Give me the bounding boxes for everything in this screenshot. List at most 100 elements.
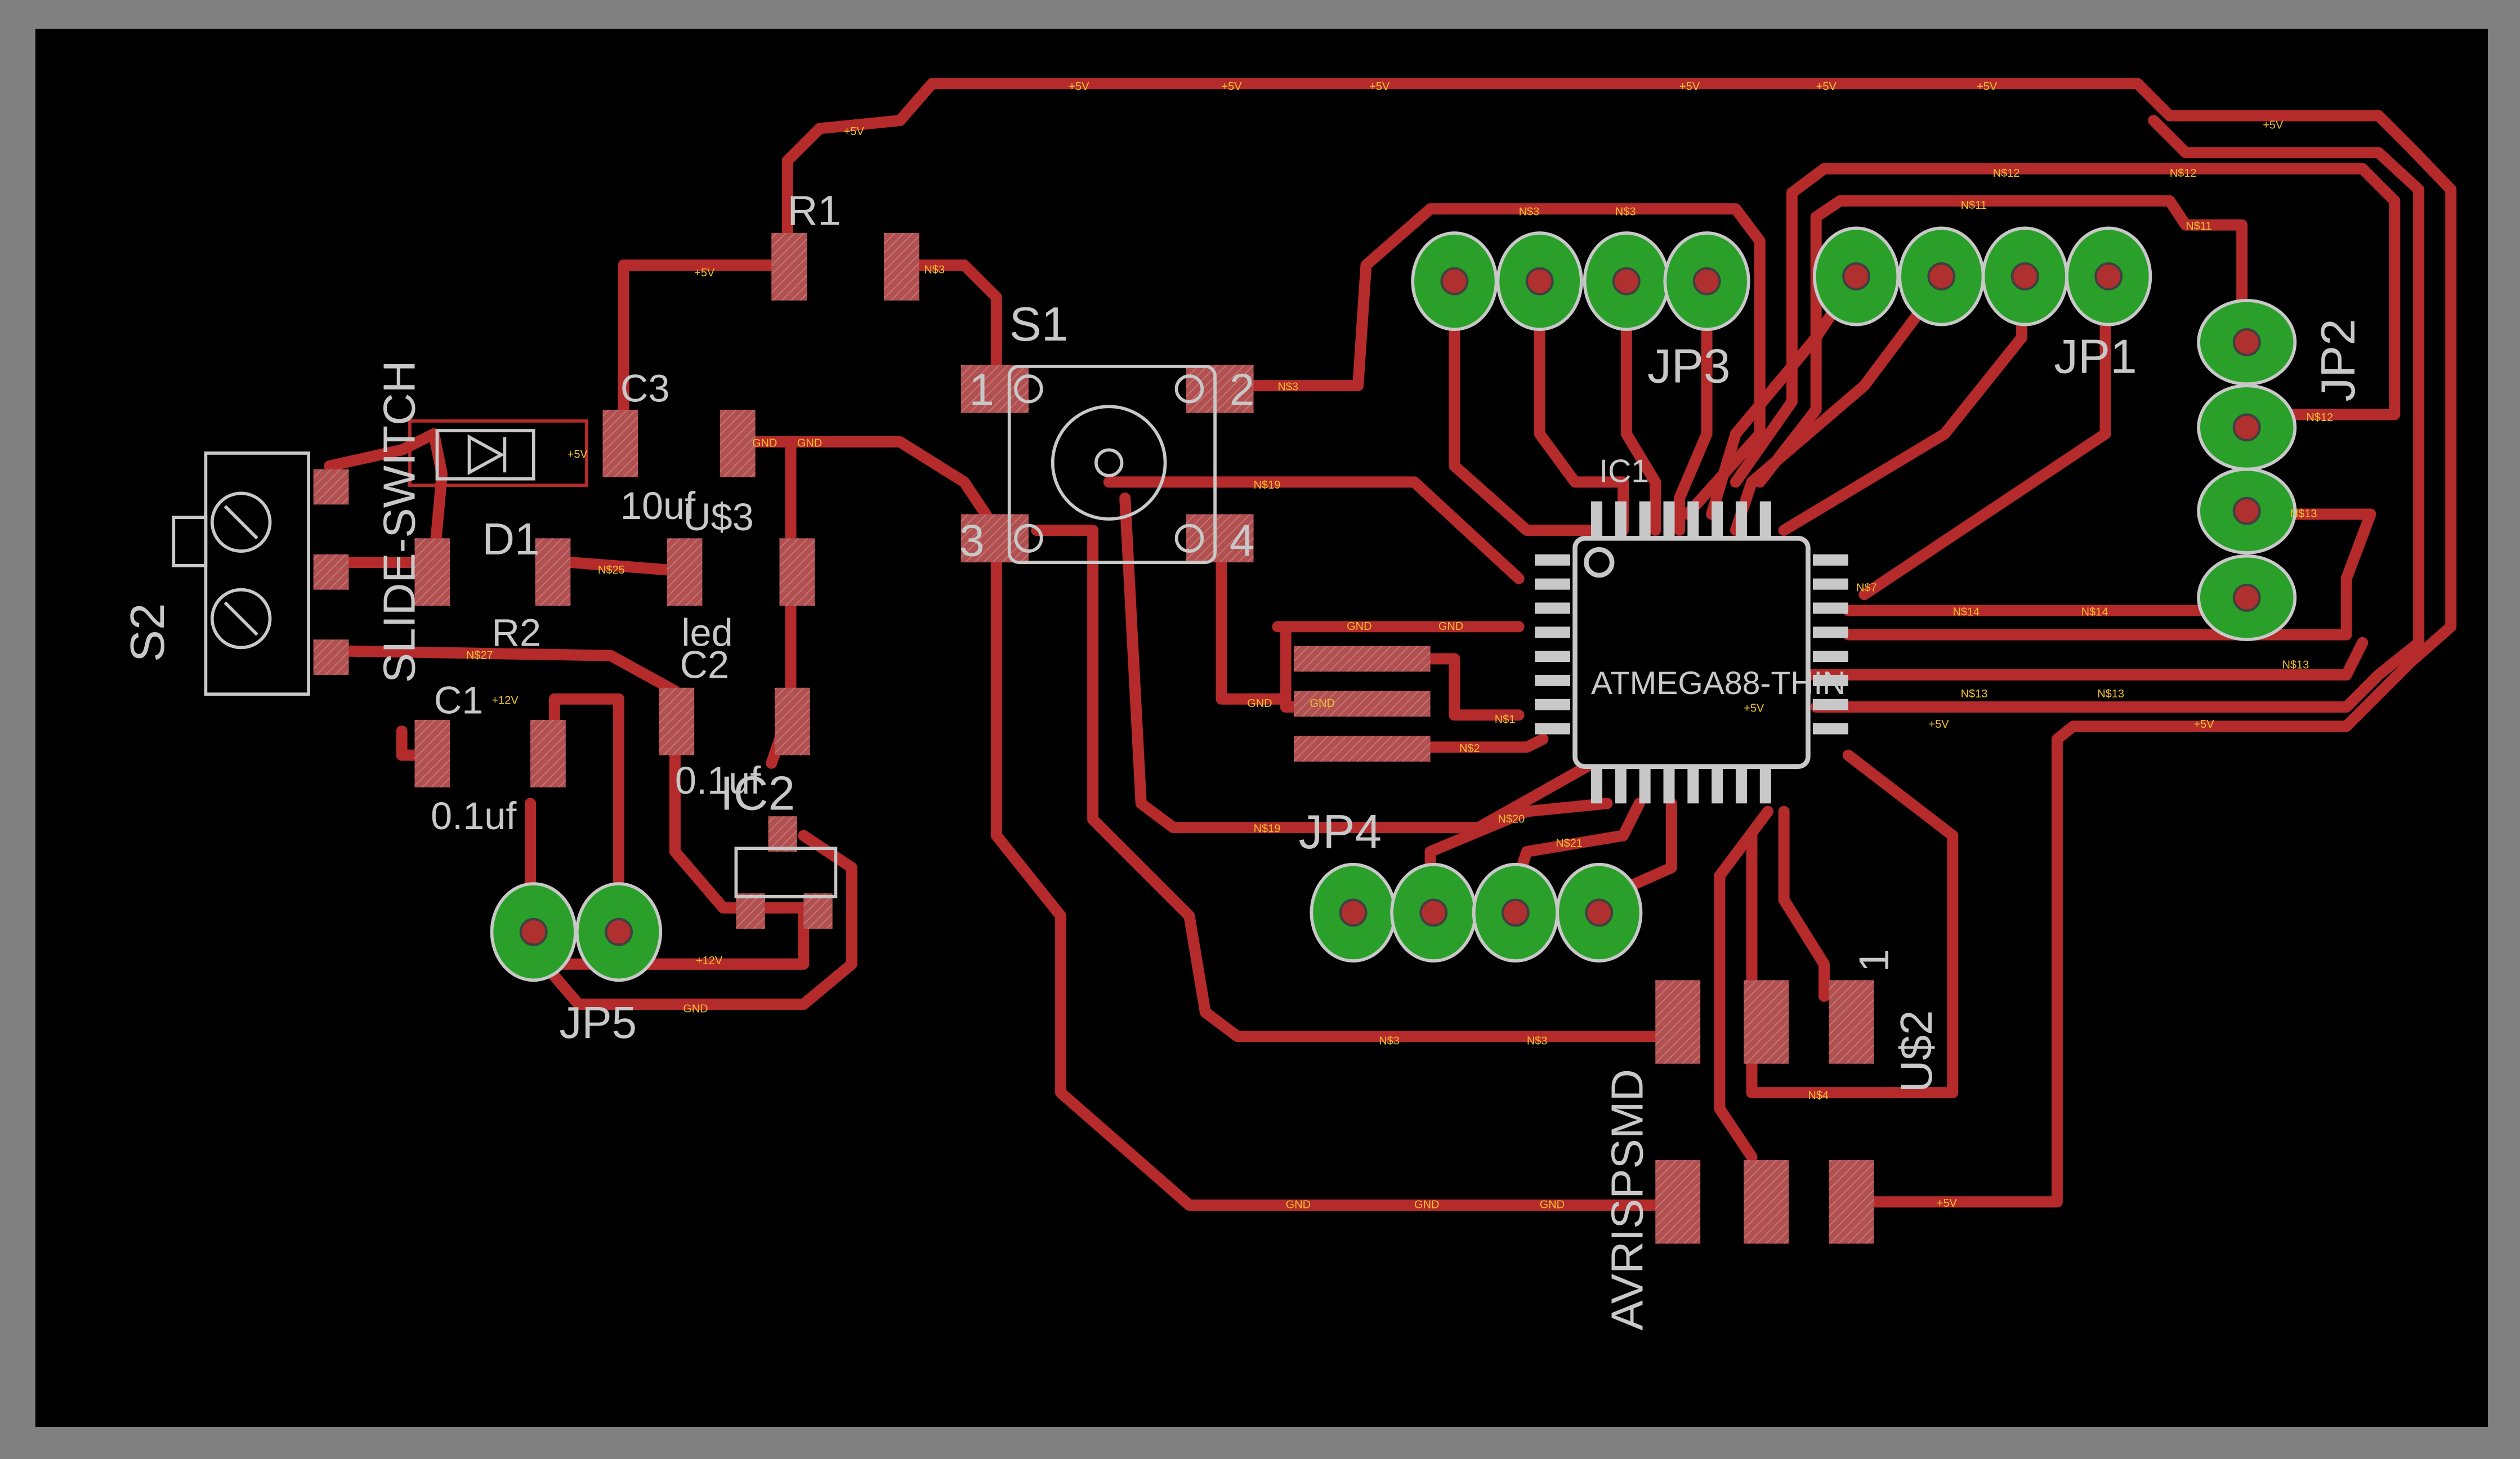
net-label: N$11 bbox=[2186, 220, 2211, 232]
label-r1: R1 bbox=[788, 187, 841, 234]
pad bbox=[884, 232, 919, 301]
net-label: N$25 bbox=[598, 564, 625, 576]
pad bbox=[1829, 1160, 1874, 1244]
net-label: N$7 bbox=[1856, 582, 1877, 594]
net-label: GND bbox=[1347, 620, 1371, 633]
label-pin2: 2 bbox=[1230, 364, 1254, 414]
net-label: N$13 bbox=[2097, 688, 2124, 700]
label-jp5: JP5 bbox=[559, 997, 637, 1048]
trace-n13 bbox=[1842, 508, 2376, 641]
trace-gnd-c3 bbox=[749, 436, 1002, 536]
net-label: N$11 bbox=[1961, 199, 1987, 212]
pad bbox=[1293, 736, 1431, 762]
net-label: N$27 bbox=[466, 649, 493, 661]
pad bbox=[736, 893, 765, 929]
trace-n19b bbox=[1119, 492, 1613, 834]
label-c2-value: 0.1uf bbox=[675, 759, 761, 802]
trace-n6 bbox=[1842, 749, 1959, 1099]
net-label: +5V bbox=[1069, 80, 1089, 93]
smd-pads bbox=[313, 232, 1874, 1244]
trace-n27 bbox=[324, 645, 681, 697]
pad bbox=[1293, 691, 1431, 717]
trace-vcc-top bbox=[781, 78, 2457, 1208]
pad bbox=[313, 469, 349, 505]
net-label: N$20 bbox=[1498, 813, 1525, 826]
net-label: GND bbox=[1438, 620, 1463, 633]
net-label: N$19 bbox=[1254, 823, 1281, 835]
pad bbox=[774, 687, 810, 755]
label-jp4: JP4 bbox=[1299, 805, 1382, 859]
net-label: N$13 bbox=[1961, 688, 1988, 700]
label-pin4: 4 bbox=[1230, 516, 1254, 566]
net-label: N$19 bbox=[1254, 479, 1281, 491]
net-label: +5V bbox=[1816, 80, 1837, 93]
label-s2: S2 bbox=[120, 603, 175, 662]
net-label: +5V bbox=[1977, 80, 1998, 93]
pad bbox=[602, 409, 638, 477]
label-s1: S1 bbox=[1009, 297, 1069, 351]
pad bbox=[667, 538, 703, 606]
label-c2: C2 bbox=[680, 643, 729, 687]
net-label: +5V bbox=[1937, 1197, 1958, 1210]
net-label: GND bbox=[1247, 697, 1272, 710]
trace-n1 bbox=[1424, 653, 1525, 721]
net-label: N$12 bbox=[2170, 167, 2197, 180]
net-label: +12V bbox=[696, 955, 723, 967]
label-atmega: ATMEGA88-THIN bbox=[1591, 665, 1846, 701]
pad bbox=[1186, 514, 1254, 563]
label-us3: U$3 bbox=[683, 495, 754, 539]
slide-switch-body bbox=[172, 451, 310, 696]
pad bbox=[530, 719, 566, 787]
trace-n19 bbox=[1103, 476, 1525, 584]
trace-n2 bbox=[1424, 733, 1549, 753]
net-label: N$3 bbox=[1277, 381, 1298, 393]
net-label: N$1 bbox=[1495, 714, 1516, 726]
net-label: +12V bbox=[492, 694, 519, 706]
net-label: N$12 bbox=[2306, 411, 2333, 424]
trace-jp3-ic-4 bbox=[1674, 283, 1713, 536]
trace-jp3-ic-1 bbox=[1449, 283, 1597, 536]
trace-jp1-ic-4 bbox=[1858, 283, 2111, 601]
label-one: 1 bbox=[1851, 949, 1897, 972]
net-label: +5V bbox=[2194, 718, 2215, 731]
label-pin3: 3 bbox=[959, 516, 984, 566]
trace-n13b bbox=[1714, 637, 2369, 681]
label-c1: C1 bbox=[434, 678, 484, 722]
trace-n11 bbox=[1754, 195, 2248, 488]
net-label: N$4 bbox=[1808, 1090, 1829, 1102]
silkscreen-labels: R1 S1 1 2 3 4 C3 10uf D1 R2 U$3 led C2 0… bbox=[120, 187, 2365, 1331]
label-ic2: IC2 bbox=[720, 767, 795, 821]
label-pin1: 1 bbox=[969, 364, 994, 414]
label-c3-value: 10uf bbox=[620, 484, 696, 527]
net-label: N$14 bbox=[1952, 606, 1980, 618]
net-label: +5V bbox=[844, 126, 865, 138]
pad bbox=[1744, 980, 1789, 1064]
net-label: GND bbox=[752, 437, 777, 450]
net-label: +5V bbox=[1929, 718, 1950, 731]
trace-d1-switch bbox=[324, 428, 448, 569]
net-label: GND bbox=[1540, 1199, 1565, 1211]
trace-s1-4 bbox=[1216, 525, 1292, 705]
label-c3: C3 bbox=[620, 367, 670, 410]
trace-r1-s1 bbox=[913, 259, 1002, 392]
pad bbox=[1293, 646, 1431, 672]
label-avrisp: AVRISPSMD bbox=[1602, 1069, 1652, 1331]
net-label: +5V bbox=[694, 267, 715, 279]
ic2-outline bbox=[734, 847, 838, 898]
net-label: N$13 bbox=[2290, 508, 2317, 520]
pad bbox=[771, 232, 807, 301]
pad bbox=[414, 719, 450, 787]
net-label: N$12 bbox=[1993, 167, 2020, 180]
pad bbox=[803, 893, 833, 929]
pad bbox=[535, 538, 571, 606]
net-label: N$3 bbox=[1519, 206, 1540, 218]
net-label: N$14 bbox=[2081, 606, 2108, 618]
pad bbox=[1655, 1160, 1701, 1244]
label-led: led bbox=[681, 611, 732, 655]
trace-n3-loop bbox=[1031, 525, 1677, 1042]
net-label: +5V bbox=[1369, 80, 1390, 93]
s1-switch-body bbox=[1007, 365, 1217, 564]
pad bbox=[1655, 980, 1701, 1064]
net-label: N$3 bbox=[924, 263, 945, 276]
